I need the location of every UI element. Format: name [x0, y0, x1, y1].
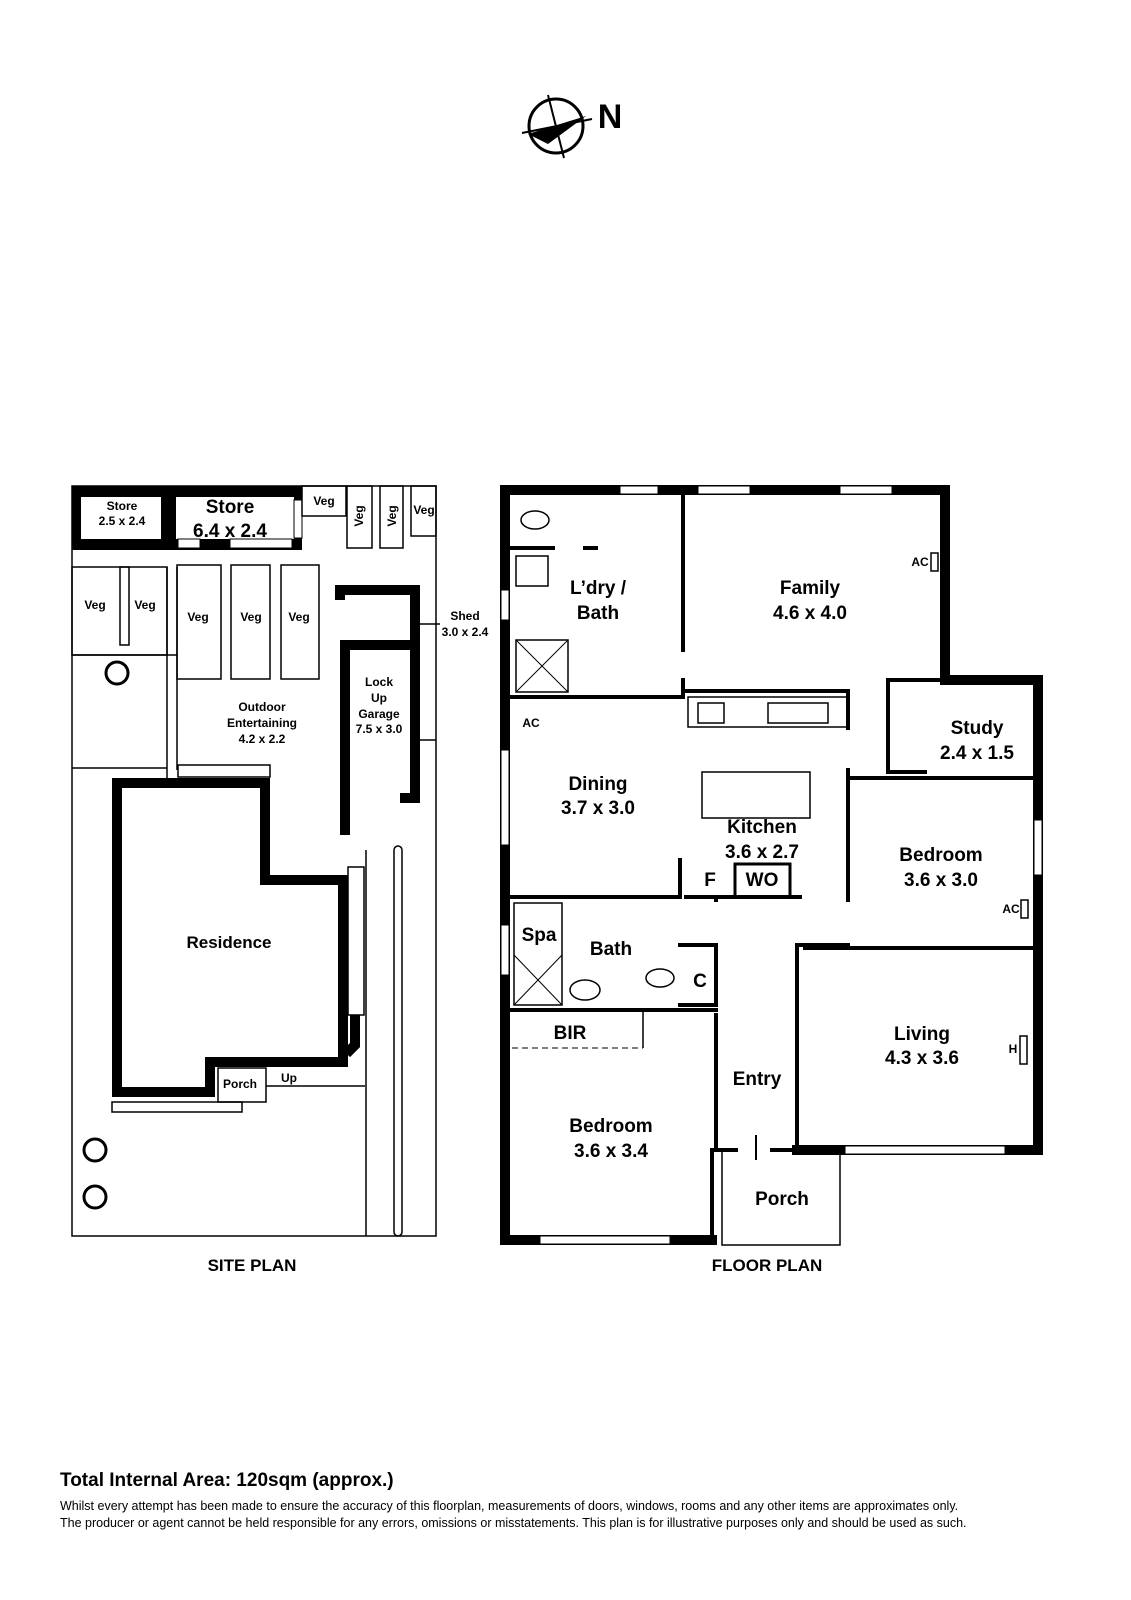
room-label: Veg — [240, 610, 261, 624]
room-label: 3.6 x 2.7 — [725, 842, 799, 863]
room-label: Spa — [522, 925, 557, 946]
room-label: Store — [206, 497, 255, 518]
floor-plan — [500, 485, 1043, 1246]
room-label: Garage — [358, 707, 400, 721]
room-label: Shed — [450, 609, 479, 623]
room-label: Bedroom — [899, 845, 982, 866]
room-label: 3.6 x 3.0 — [904, 870, 978, 891]
room-label: H — [1009, 1042, 1018, 1056]
room-label: 4.6 x 4.0 — [773, 603, 847, 624]
room-label: Entry — [733, 1069, 782, 1090]
room-label: Family — [780, 578, 841, 599]
toilet-icon — [520, 510, 550, 530]
room-label: Veg — [187, 610, 208, 624]
spa-icon — [513, 902, 563, 1006]
room-label: 2.5 x 2.4 — [99, 514, 146, 528]
room-label: 6.4 x 2.4 — [193, 521, 267, 542]
room-label: AC — [1002, 902, 1020, 916]
room-label: Bath — [577, 603, 619, 624]
room-label: Living — [894, 1024, 950, 1045]
room-label: 4.3 x 3.6 — [885, 1048, 959, 1069]
cooktop-icon — [697, 702, 725, 724]
room-label: Dining — [568, 774, 627, 795]
shower-icon — [515, 639, 569, 693]
room-label: BIR — [554, 1023, 587, 1044]
room-label: Up — [281, 1071, 297, 1085]
room-label: Residence — [186, 933, 271, 952]
room-label: F — [704, 870, 716, 891]
disclaimer-line-2: The producer or agent cannot be held res… — [60, 1516, 967, 1530]
room-label: Bedroom — [569, 1116, 652, 1137]
north-arrow-icon — [521, 94, 593, 159]
room-label: 3.6 x 3.4 — [574, 1141, 648, 1162]
room-label: Veg — [288, 610, 309, 624]
room-label: Kitchen — [727, 817, 797, 838]
floor-labels: L’dry / Bath Family 4.6 x 4.0 Study 2.4 … — [522, 555, 1020, 1275]
room-label: Study — [951, 718, 1004, 739]
room-label: Up — [371, 691, 387, 705]
room-label: 7.5 x 3.0 — [356, 722, 403, 736]
room-label: Veg — [84, 598, 105, 612]
room-label: Veg — [134, 598, 155, 612]
room-label: Store — [107, 499, 138, 513]
site-labels: Store 2.5 x 2.4 Store 6.4 x 2.4 Shed 3.0… — [84, 494, 488, 1275]
tree-icon — [82, 1184, 108, 1210]
room-label: Veg — [313, 494, 334, 508]
basin-icon — [515, 555, 549, 587]
north-label: N — [598, 98, 623, 136]
total-area: Total Internal Area: 120sqm (approx.) — [60, 1470, 394, 1491]
disclaimer-line-1: Whilst every attempt has been made to en… — [60, 1499, 959, 1513]
room-label: AC — [911, 555, 929, 569]
room-label: 2.4 x 1.5 — [940, 743, 1014, 764]
room-label: Porch — [223, 1077, 257, 1091]
room-label: 3.0 x 2.4 — [442, 625, 489, 639]
room-label: Porch — [755, 1189, 809, 1210]
room-label: Lock — [365, 675, 393, 689]
room-label: 4.2 x 2.2 — [239, 732, 286, 746]
tree-icon — [104, 660, 130, 686]
room-label: L’dry / — [570, 578, 627, 599]
toilet-icon — [645, 968, 675, 988]
room-label: Entertaining — [227, 716, 297, 730]
room-label: C — [693, 971, 707, 992]
room-label: Outdoor — [238, 700, 286, 714]
basin-icon — [569, 979, 601, 1001]
room-label: WO — [746, 870, 779, 891]
kitchen-island — [701, 771, 811, 819]
floor-plan-title: FLOOR PLAN — [712, 1256, 823, 1275]
room-label: Veg — [413, 503, 434, 517]
room-label: Veg — [352, 505, 366, 526]
room-label: Veg — [385, 505, 399, 526]
room-label: AC — [522, 716, 540, 730]
room-label: 3.7 x 3.0 — [561, 798, 635, 819]
site-plan-title: SITE PLAN — [208, 1256, 297, 1275]
site-plan — [71, 485, 440, 1237]
sink-icon — [767, 702, 829, 724]
room-label: Bath — [590, 939, 632, 960]
tree-icon — [82, 1137, 108, 1163]
footer: Total Internal Area: 120sqm (approx.) Wh… — [60, 1470, 1110, 1532]
